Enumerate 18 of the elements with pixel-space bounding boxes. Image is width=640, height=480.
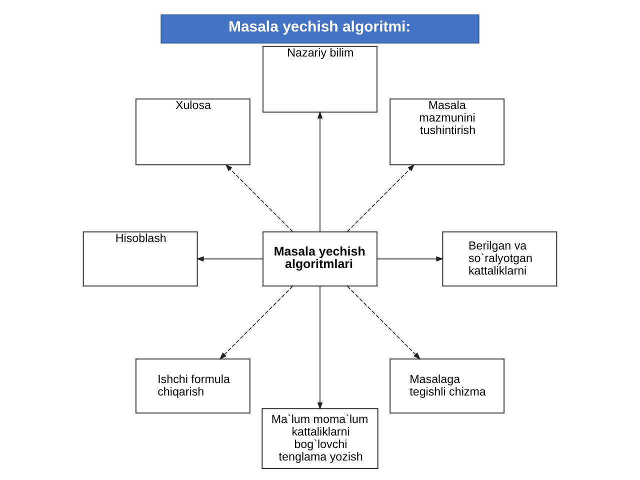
- arrow: [346, 286, 421, 360]
- arrow: [317, 286, 323, 410]
- node-box: Xulosa: [135, 98, 250, 166]
- arrow: [196, 256, 264, 262]
- diagram-title: Masala yechish algoritmi:: [228, 18, 411, 36]
- node-box: Berilgan va so`ralyotgan kattaliklarni: [442, 231, 558, 286]
- node-box: Ishchi formula chiqarish: [135, 358, 250, 414]
- arrow: [346, 164, 415, 232]
- node-box: Masalaga tegishli chizma: [390, 358, 505, 414]
- node-box: Nazariy bilim: [262, 46, 378, 113]
- arrow: [317, 111, 323, 232]
- node-box: Ma`lum moma`lum kattaliklarni bog`lovchi tenglama yozish: [262, 408, 378, 470]
- node-box: Masala mazmunini tushintirish: [390, 98, 505, 166]
- arrow: [219, 286, 294, 360]
- node-box: Masala yechish algoritmlari: [262, 231, 378, 286]
- arrow: [225, 164, 294, 232]
- arrow: [376, 256, 444, 262]
- node-box: Hisoblash: [82, 231, 198, 286]
